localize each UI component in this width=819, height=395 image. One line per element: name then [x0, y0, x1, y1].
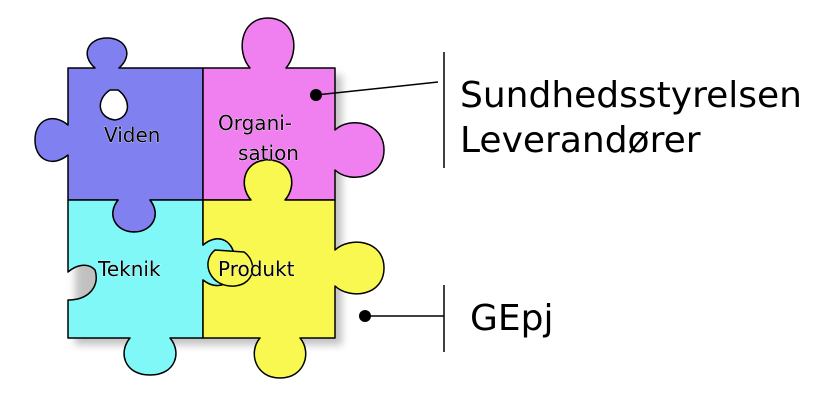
piece-teknik — [67, 199, 236, 376]
piece-organisation — [202, 17, 385, 201]
label-viden: Viden — [104, 123, 160, 147]
viden-notch — [99, 89, 129, 121]
label-produkt: Produkt — [218, 257, 295, 281]
callout-bottom-line1: GEpj — [470, 298, 554, 339]
callout-top: Sundhedsstyrelsen Leverandører — [310, 52, 802, 168]
callout-bottom: GEpj — [359, 285, 554, 352]
callout-top-line2: Leverandører — [460, 120, 701, 161]
label-organisation-line2: sation — [238, 141, 299, 165]
callout-top-line1: Sundhedsstyrelsen — [460, 75, 802, 116]
callout-top-leader — [315, 81, 439, 96]
produkt-knob — [207, 249, 254, 287]
label-teknik: Teknik — [97, 257, 161, 281]
label-organisation-line1: Organi- — [218, 111, 292, 135]
